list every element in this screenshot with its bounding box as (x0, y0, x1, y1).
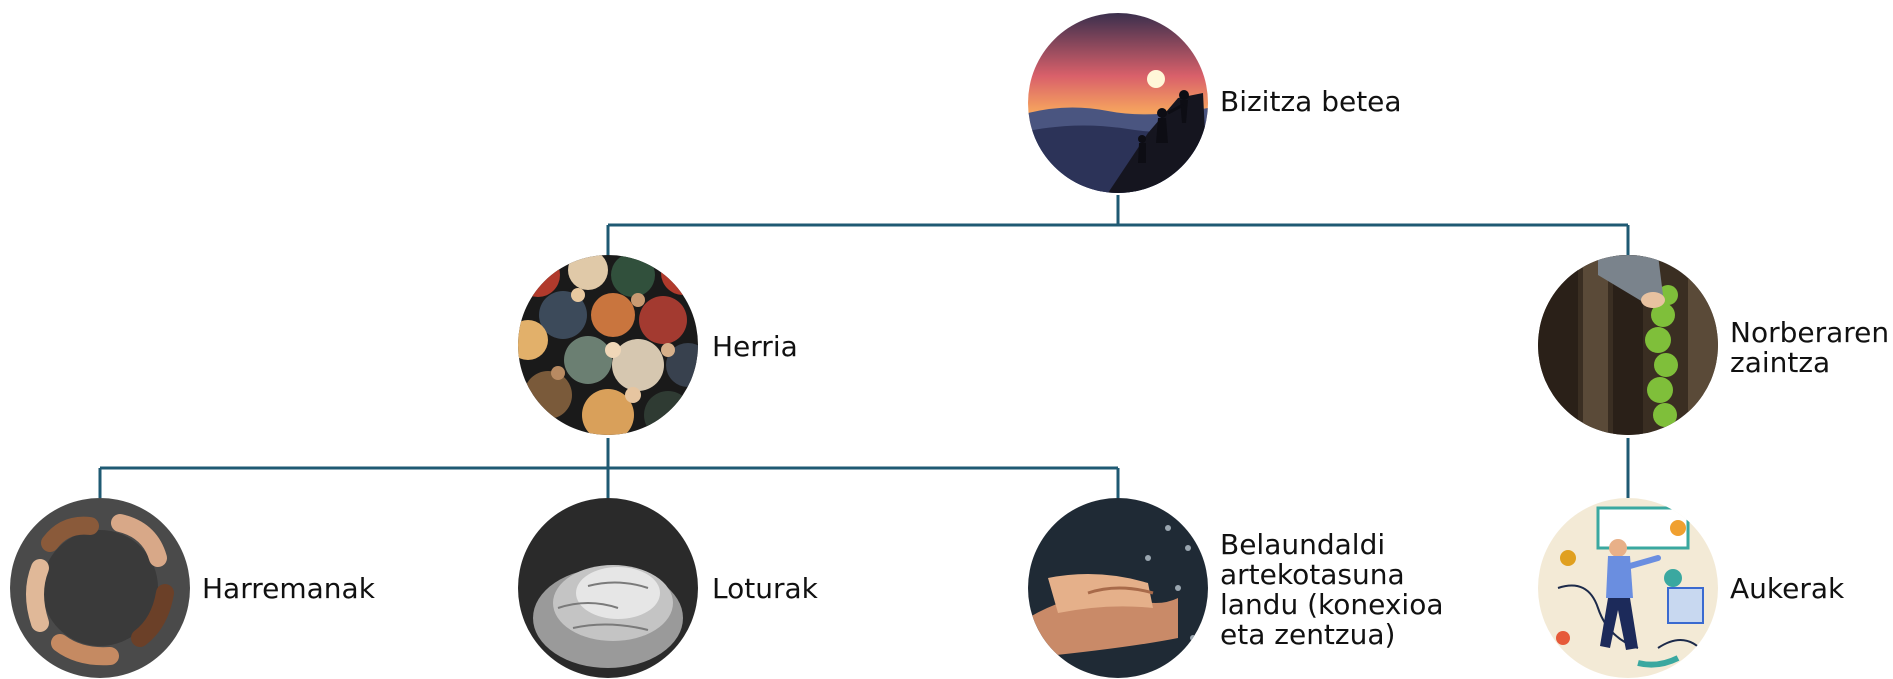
norberaren-zaintza-label: Norberaren zaintza (1730, 316, 1890, 379)
harremanak-image (10, 498, 190, 678)
loturak-label: Loturak (712, 572, 818, 605)
root-label: Bizitza betea (1220, 85, 1402, 118)
herria-image (518, 255, 698, 435)
loturak-image (518, 498, 698, 678)
root-connector (606, 195, 1630, 258)
norberaren-zaintza-image (1538, 255, 1718, 435)
aukerak-label: Aukerak (1730, 572, 1845, 605)
belaunaldi-image (1028, 498, 1208, 678)
root-image (1028, 13, 1208, 193)
herria-connector (98, 438, 1120, 498)
herria-label: Herria (712, 330, 798, 363)
harremanak-label: Harremanak (202, 572, 375, 605)
aukerak-image (1538, 498, 1718, 678)
belaunaldi-label: Belaundaldi artekotasuna landu (konexioa… (1220, 528, 1444, 651)
